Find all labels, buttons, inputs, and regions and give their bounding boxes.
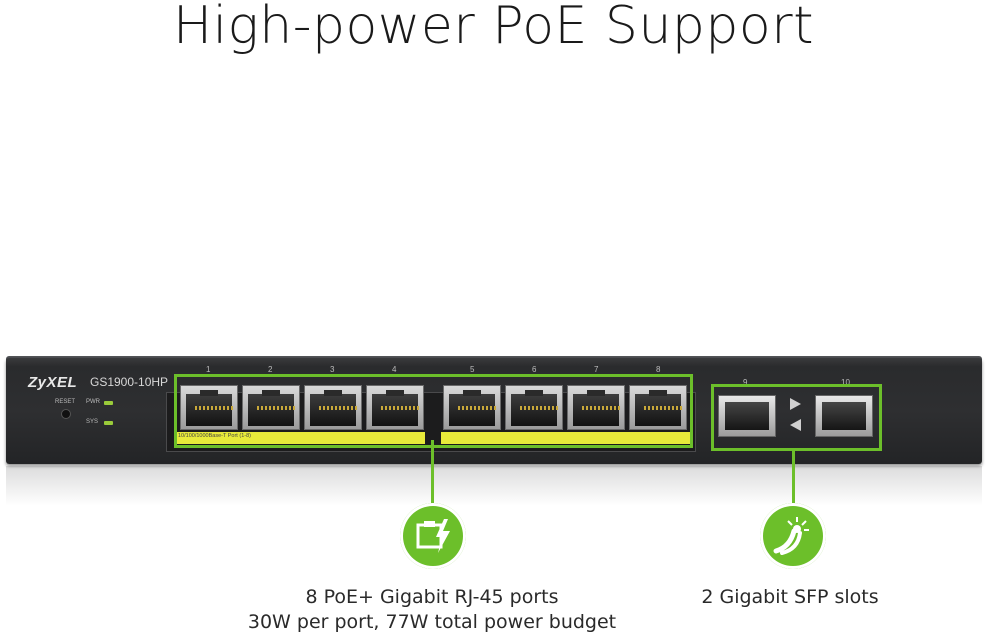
port-strip-label: 10/100/1000Base-T Port (1-8)	[178, 433, 251, 439]
sfp-number: 9	[743, 378, 748, 387]
rj45-port-7[interactable]	[567, 385, 625, 430]
port-number: 3	[330, 365, 335, 374]
brand-logo: ZyXEL	[28, 374, 78, 391]
power-port-icon	[400, 503, 466, 569]
page-title: High-power PoE Support	[173, 0, 814, 56]
sfp-highlight-box	[711, 384, 882, 451]
rj45-port-4[interactable]	[366, 385, 424, 430]
sys-label: SYS	[86, 419, 99, 425]
port-number: 8	[656, 365, 661, 374]
rj45-port-6[interactable]	[505, 385, 563, 430]
rj45-port-8[interactable]	[629, 385, 687, 430]
poe-connector-line	[431, 440, 434, 504]
port-number: 4	[392, 365, 397, 374]
rj45-port-5[interactable]	[443, 385, 501, 430]
port-number: 5	[470, 365, 475, 374]
arrow-right-icon	[790, 398, 801, 410]
poe-strip-right	[441, 432, 690, 444]
poe-caption-line1: 8 PoE+ Gigabit RJ-45 ports	[305, 586, 559, 608]
sfp-caption: 2 Gigabit SFP slots	[701, 586, 879, 608]
pwr-label: PWR	[86, 399, 100, 405]
model-label: GS1900-10HP	[90, 375, 169, 389]
rj45-port-2[interactable]	[242, 385, 300, 430]
sfp-connector-line	[792, 450, 795, 506]
port-number: 2	[268, 365, 273, 374]
poe-caption-line2: 30W per port, 77W total power budget	[247, 611, 617, 633]
sfp-number: 10	[841, 378, 850, 387]
rj45-port-1[interactable]	[180, 385, 238, 430]
port-number: 6	[532, 365, 537, 374]
rj45-port-3[interactable]	[304, 385, 362, 430]
sfp-slot-9[interactable]	[718, 395, 776, 437]
port-number: 1	[206, 365, 211, 374]
sys-led	[104, 421, 113, 425]
sfp-slot-10[interactable]	[815, 395, 873, 437]
device-reflection	[6, 466, 982, 506]
reset-button[interactable]	[61, 409, 71, 419]
fiber-icon	[760, 503, 826, 569]
pwr-led	[104, 401, 113, 405]
rj45-highlight-box	[174, 374, 693, 448]
poe-strip-left	[177, 432, 425, 444]
port-number: 7	[594, 365, 599, 374]
arrow-left-icon	[790, 419, 801, 431]
reset-label: RESET	[55, 399, 76, 405]
